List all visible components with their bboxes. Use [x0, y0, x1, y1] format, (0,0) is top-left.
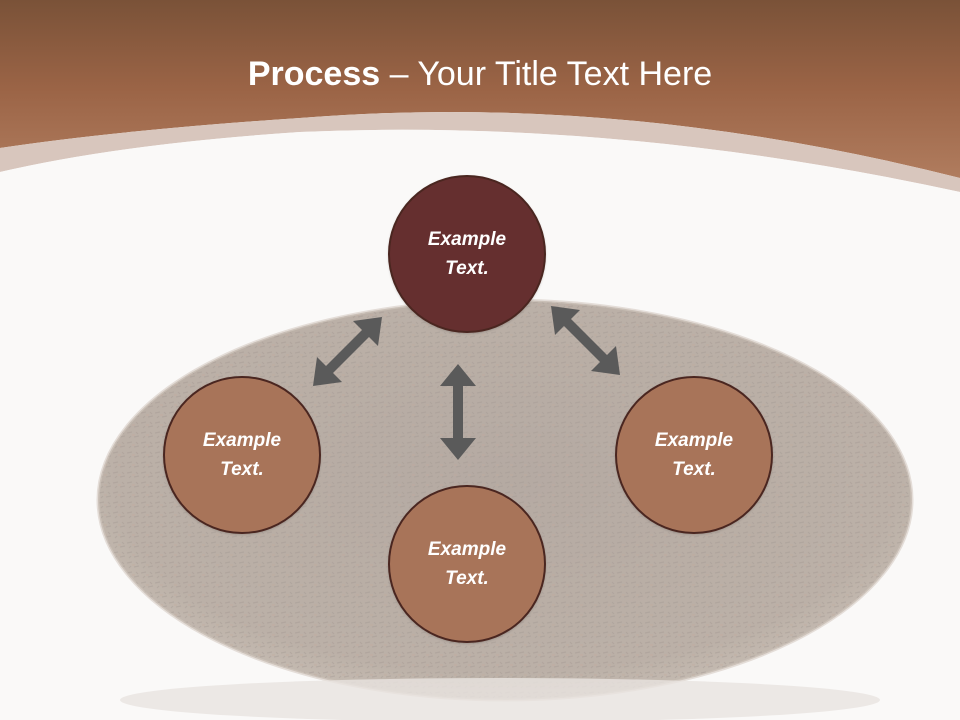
node-bottom-label: Example Text.	[427, 539, 507, 589]
node-top-label: Example Text.	[427, 229, 507, 279]
process-node-left[interactable]: Example Text.	[163, 376, 321, 534]
slide-title: Process – Your Title Text Here	[0, 52, 960, 96]
tea-disc-shadow	[120, 678, 880, 720]
node-right-label: Example Text.	[654, 430, 734, 480]
process-node-right[interactable]: Example Text.	[615, 376, 773, 534]
header-band	[0, 0, 960, 178]
process-node-bottom[interactable]: Example Text.	[388, 485, 546, 643]
title-bold-text: Process	[247, 55, 381, 93]
node-left-label: Example Text.	[202, 430, 282, 480]
process-node-top[interactable]: Example Text.	[388, 175, 546, 333]
header-swoosh	[0, 111, 960, 192]
title-rest-text: – Your Title Text Here	[380, 55, 713, 93]
